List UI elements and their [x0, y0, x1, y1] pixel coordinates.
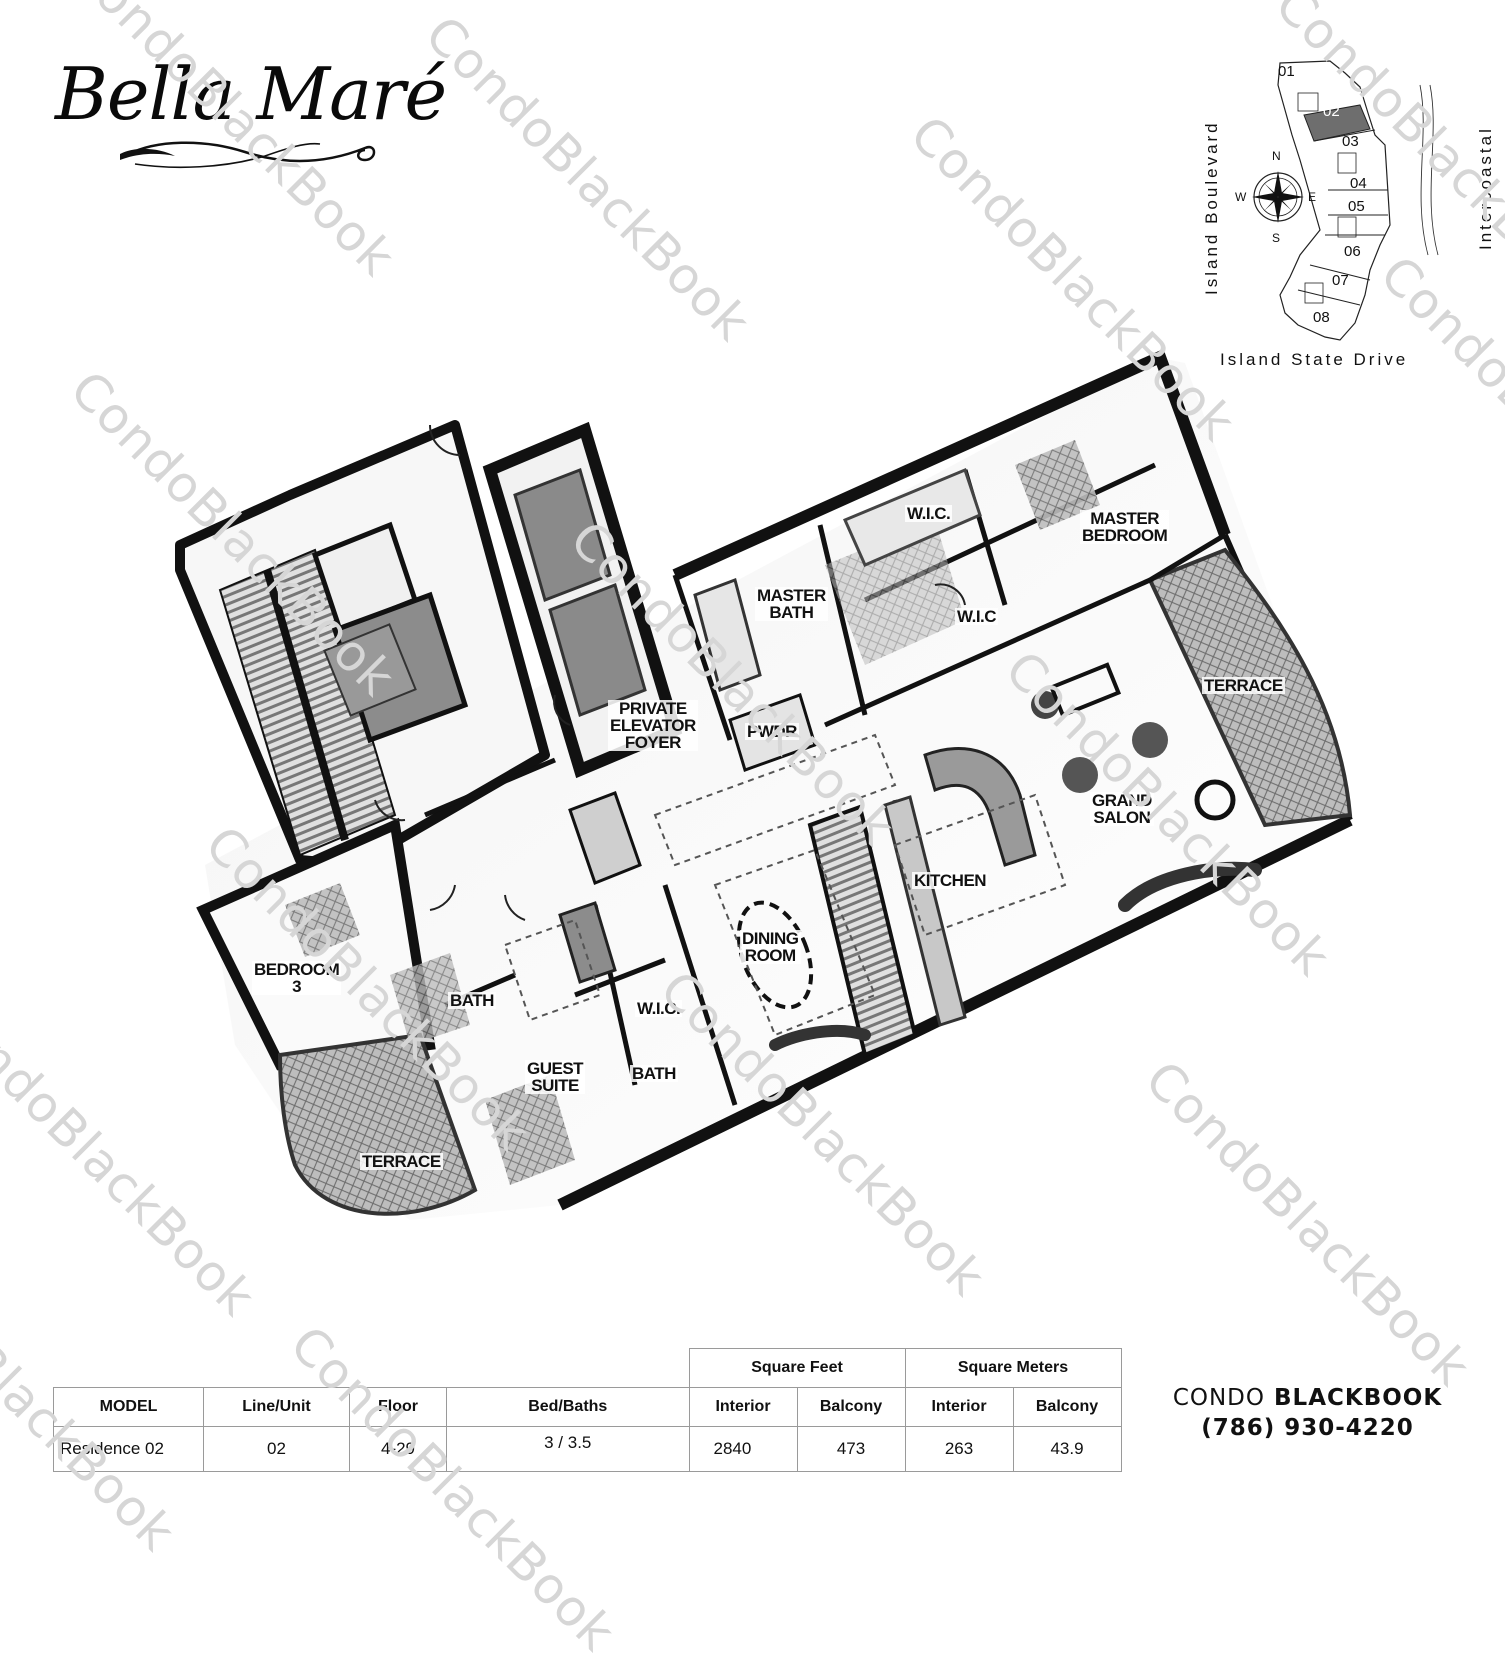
room-guest-suite: GUEST SUITE — [525, 1059, 586, 1095]
room-powder: PWDR — [745, 722, 799, 741]
floor-plan-drawing — [175, 348, 1353, 1220]
cell-line-unit: 02 — [203, 1426, 350, 1472]
cell-sqm-balcony: 43.9 — [1012, 1426, 1122, 1472]
phone-number[interactable]: (786) 930-4220 — [1201, 1415, 1414, 1441]
watermark: CondoBlackBook — [413, 5, 762, 353]
cell-sqft-balcony: 473 — [796, 1426, 906, 1472]
key-unit-03: 03 — [1342, 133, 1359, 150]
room-bedroom-3: BEDROOM 3 — [252, 960, 342, 996]
compass-s: S — [1272, 231, 1281, 245]
cell-sqm-interior: 263 — [904, 1426, 1014, 1472]
room-grand-salon: GRAND SALON — [1090, 791, 1154, 827]
room-wic-master-1: W.I.C. — [905, 504, 953, 523]
compass-rose-icon — [1252, 171, 1304, 223]
key-unit-06: 06 — [1344, 243, 1361, 260]
logo-wordmark: Bella Maré — [55, 52, 447, 136]
brand-logo: Bella Maré — [55, 52, 447, 177]
key-unit-04: 04 — [1350, 175, 1367, 192]
room-dining: DINING ROOM — [740, 929, 801, 965]
cell-sqft-interior: 2840 — [688, 1426, 798, 1472]
compass-e: E — [1308, 190, 1317, 204]
header-square-meters: Square Meters — [904, 1348, 1122, 1388]
col-model: MODEL — [53, 1387, 204, 1427]
room-wic-master-2: W.I.C — [955, 607, 999, 626]
key-unit-08: 08 — [1313, 309, 1330, 326]
floor-plan: MASTER BEDROOM W.I.C. W.I.C MASTER BATH … — [175, 345, 1355, 1235]
room-terrace-west: TERRACE — [360, 1152, 443, 1171]
room-bath-bedroom-3: BATH — [448, 991, 496, 1010]
room-master-bath: MASTER BATH — [755, 586, 828, 622]
table-row: Residence 02 02 4-29 3 / 3.5 2840 473 26… — [53, 1426, 1122, 1472]
col-sqft-interior: Interior — [688, 1387, 798, 1427]
room-terrace-east: TERRACE — [1202, 676, 1285, 695]
room-wic-guest: W.I.C. — [635, 999, 683, 1018]
room-kitchen: KITCHEN — [912, 871, 989, 890]
col-line-unit: Line/Unit — [203, 1387, 350, 1427]
col-sqft-balcony: Balcony — [796, 1387, 906, 1427]
contact-block: CONDO BLACKBOOK (786) 930-4220 — [1140, 1383, 1475, 1443]
logo-flourish-icon — [120, 141, 376, 169]
header-square-feet: Square Feet — [688, 1348, 906, 1388]
key-unit-07: 07 — [1332, 272, 1349, 289]
compass-n: N — [1272, 149, 1281, 163]
room-master-bedroom: MASTER BEDROOM — [1080, 509, 1170, 545]
col-sqm-interior: Interior — [904, 1387, 1014, 1427]
room-private-elevator-foyer: PRIVATE ELEVATOR FOYER — [608, 699, 698, 752]
brand-name-part-2: BLACKBOOK — [1274, 1385, 1443, 1411]
cell-bed-baths: 3 / 3.5 — [446, 1426, 690, 1472]
col-floor: Floor — [349, 1387, 447, 1427]
building-key-plan: Island Boulevard Intercoastal Island Sta… — [1180, 55, 1495, 375]
key-unit-01: 01 — [1278, 63, 1295, 80]
key-plan-outline — [1252, 60, 1439, 341]
col-bed-baths: Bed/Baths — [446, 1387, 690, 1427]
key-unit-05: 05 — [1348, 198, 1365, 215]
cell-model: Residence 02 — [53, 1426, 204, 1472]
brand-name: CONDO BLACKBOOK — [1140, 1383, 1475, 1413]
road-label-south: Island State Drive — [1220, 350, 1409, 369]
room-bath-guest: BATH — [630, 1064, 678, 1083]
col-sqm-balcony: Balcony — [1012, 1387, 1122, 1427]
compass-w: W — [1235, 190, 1247, 204]
key-unit-02: 02 — [1323, 103, 1340, 120]
cell-floor: 4-29 — [349, 1426, 447, 1472]
unit-spec-table: Square Feet Square Meters MODEL Line/Uni… — [53, 1348, 1122, 1472]
brand-name-part-1: CONDO — [1172, 1385, 1265, 1411]
